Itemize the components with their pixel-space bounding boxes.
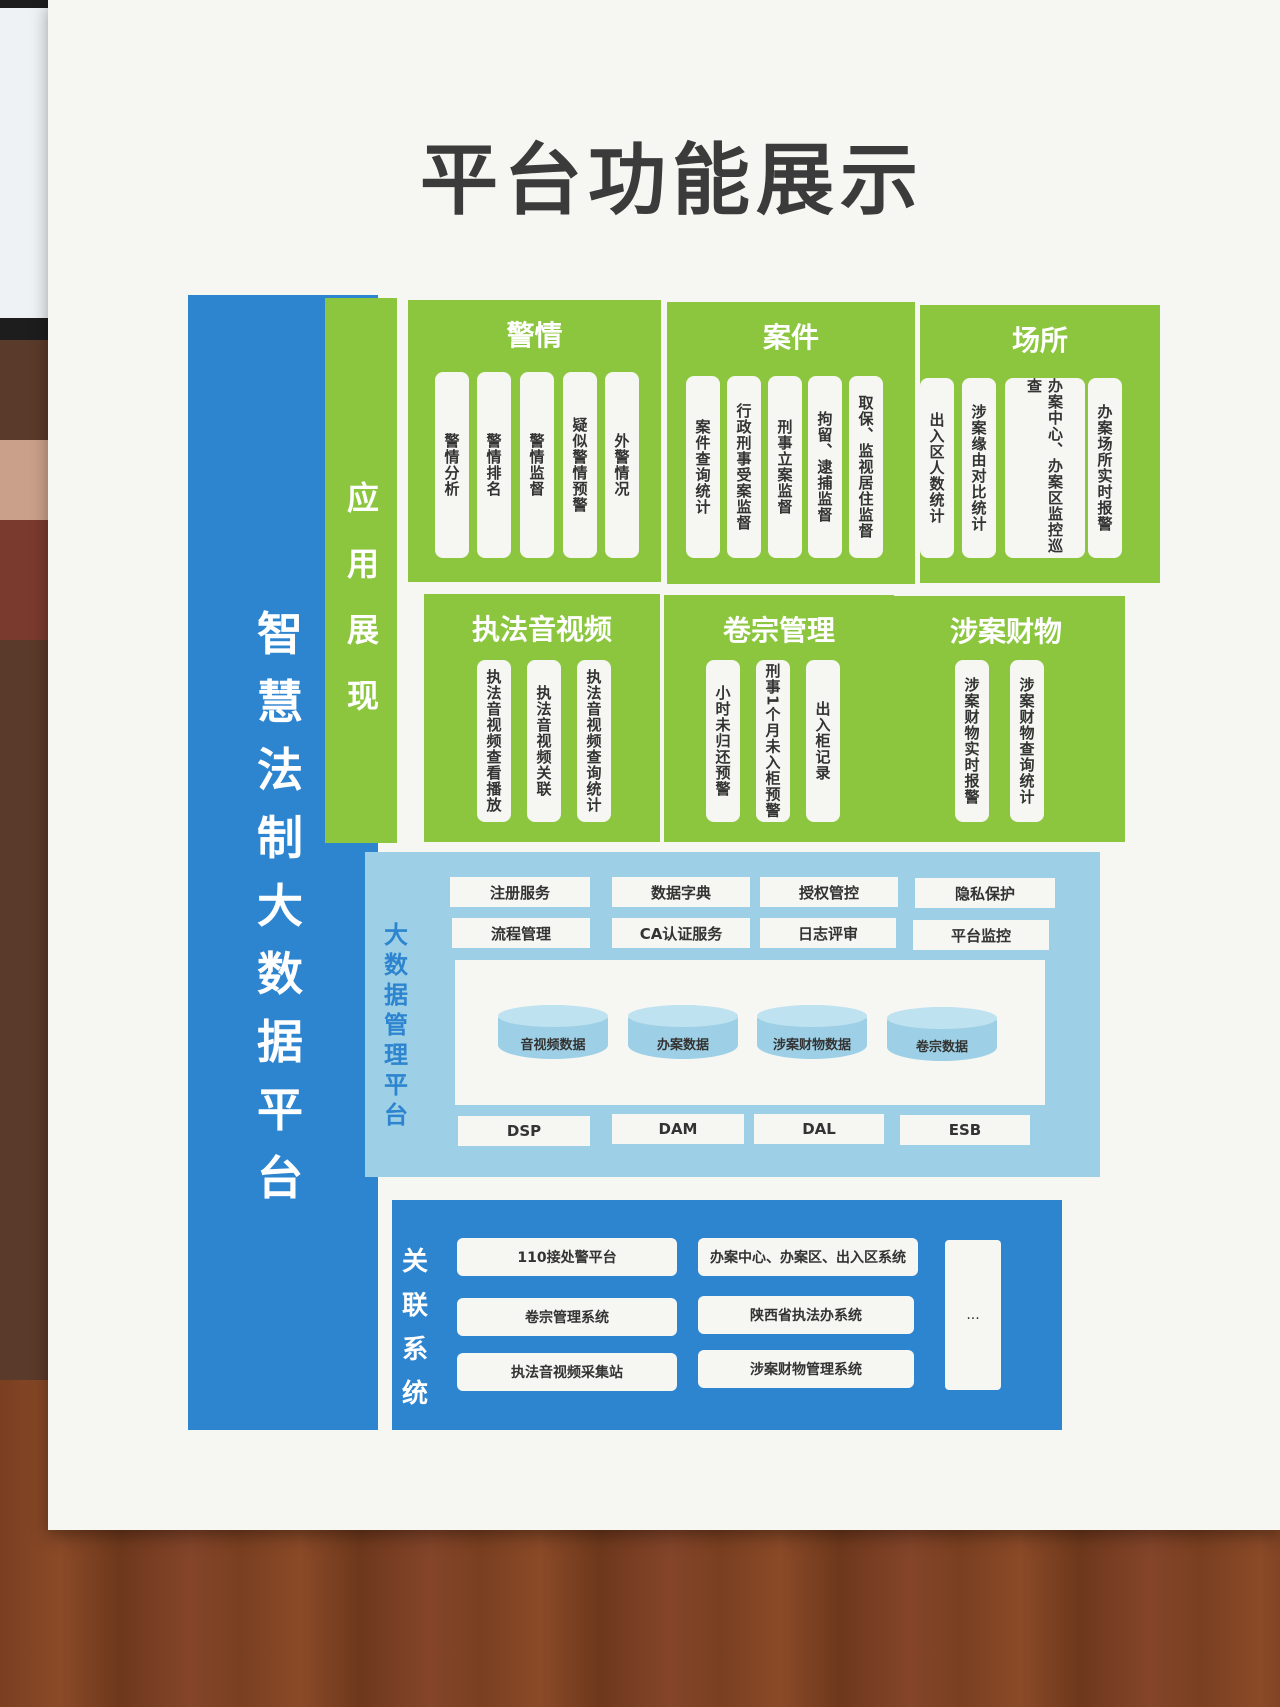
module-item: 涉案财物查询统计 bbox=[1010, 660, 1044, 822]
module-title: 执法音视频 bbox=[471, 613, 612, 646]
service-box: 日志评审 bbox=[760, 918, 896, 948]
module-title: 场所 bbox=[1011, 324, 1068, 357]
database-cylinder: 涉案财物数据 bbox=[757, 1005, 867, 1059]
service-box: 隐私保护 bbox=[915, 878, 1055, 908]
service-box: 注册服务 bbox=[450, 877, 590, 907]
database-cylinder: 卷宗数据 bbox=[887, 1007, 997, 1061]
module-item: 案件查询统计 bbox=[686, 376, 720, 558]
module-item: 刑事立案监督 bbox=[768, 376, 802, 558]
related-system: 110接处警平台 bbox=[457, 1238, 677, 1276]
related-system: 办案中心、办案区、出入区系统 bbox=[698, 1238, 918, 1276]
module-item: 执法音视频关联 bbox=[527, 660, 561, 822]
layer-box: ESB bbox=[900, 1115, 1030, 1145]
module-item: 执法音视频查看播放 bbox=[477, 660, 511, 822]
module-item: 执法音视频查询统计 bbox=[577, 660, 611, 822]
module-item: 涉案财物实时报警 bbox=[955, 660, 989, 822]
app-section-bar bbox=[325, 298, 397, 843]
data-platform-label: 大数据管理平台 bbox=[384, 921, 408, 1129]
database-cylinder: 办案数据 bbox=[628, 1005, 738, 1059]
module-title: 卷宗管理 bbox=[722, 614, 835, 647]
related-systems-label: 关联系统 bbox=[401, 1247, 428, 1409]
layer-box: DAL bbox=[754, 1114, 884, 1144]
module-item: 疑似警情预警 bbox=[563, 372, 597, 558]
related-system-more: ... bbox=[945, 1240, 1001, 1390]
service-box: 数据字典 bbox=[612, 877, 750, 907]
module-item: 小时未归还预警 bbox=[706, 660, 740, 822]
module-item: 办案场所实时报警 bbox=[1088, 378, 1122, 558]
service-box: 授权管控 bbox=[760, 877, 898, 907]
service-box: 平台监控 bbox=[913, 920, 1049, 950]
service-box: CA认证服务 bbox=[612, 918, 750, 948]
module-item: 刑事1个月未入柜预警 bbox=[756, 660, 790, 822]
poster-title: 平台功能展示 bbox=[420, 135, 925, 226]
layer-box: DSP bbox=[458, 1116, 590, 1146]
layer-box: DAM bbox=[612, 1114, 744, 1144]
related-system: 涉案财物管理系统 bbox=[698, 1350, 914, 1388]
related-system: 卷宗管理系统 bbox=[457, 1298, 677, 1336]
app-section-label: 应用展现 bbox=[346, 479, 379, 715]
related-system: 陕西省执法办系统 bbox=[698, 1296, 914, 1334]
left-platform-label: 智慧法制大数据平台 bbox=[257, 607, 303, 1205]
database-cylinder: 音视频数据 bbox=[498, 1005, 608, 1059]
module-property: 涉案财物 bbox=[887, 596, 1125, 842]
module-title: 警情 bbox=[506, 319, 563, 352]
module-title: 涉案财物 bbox=[949, 615, 1062, 648]
module-item: 办案中心、办案区监控巡查 bbox=[1005, 378, 1085, 558]
module-item: 警情排名 bbox=[477, 372, 511, 558]
module-item: 取保、监视居住监督 bbox=[849, 376, 883, 558]
module-title: 案件 bbox=[762, 321, 819, 354]
module-item: 行政刑事受案监督 bbox=[727, 376, 761, 558]
service-box: 流程管理 bbox=[452, 918, 590, 948]
related-system: 执法音视频采集站 bbox=[457, 1353, 677, 1391]
module-item: 涉案缘由对比统计 bbox=[962, 378, 996, 558]
module-item: 出入区人数统计 bbox=[920, 378, 954, 558]
module-item: 出入柜记录 bbox=[806, 660, 840, 822]
module-item: 拘留、逮捕监督 bbox=[808, 376, 842, 558]
module-item: 警情监督 bbox=[520, 372, 554, 558]
module-item: 警情分析 bbox=[435, 372, 469, 558]
module-item: 外警情况 bbox=[605, 372, 639, 558]
